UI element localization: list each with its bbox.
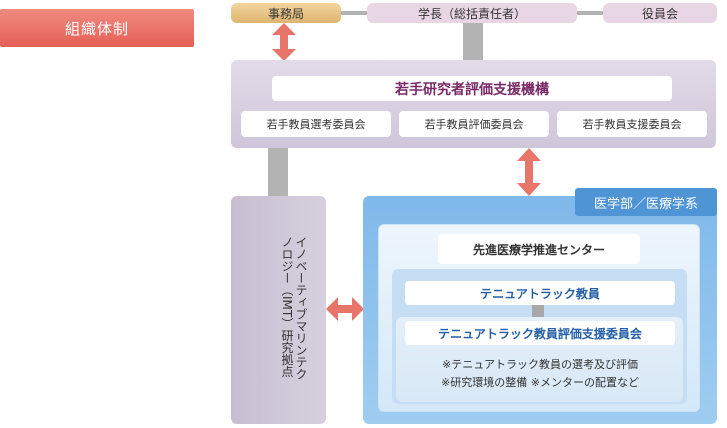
- note-environment-mentor: ※研究環境の整備 ※メンターの配置など: [441, 376, 639, 389]
- board-box: 役員会: [603, 3, 717, 23]
- imt-research-base-block: [231, 196, 326, 424]
- selection-committee: 若手教員選考委員会: [241, 111, 391, 137]
- secretariat-box: 事務局: [231, 3, 341, 23]
- president-box: 学長（総括責任者）: [367, 3, 577, 23]
- imt-research-base-name: イノベーティブマリンテクノロジー（IMT）研究拠点: [280, 236, 308, 380]
- advanced-medicine-center: 先進医療学推進センター: [438, 234, 640, 264]
- org-medical-arrow-icon: [517, 148, 541, 196]
- support-committee: 若手教員支援委員会: [557, 111, 707, 137]
- org-imt-connector: [268, 148, 288, 196]
- teachers-eval-connector: [532, 305, 544, 317]
- president-down-connector: [463, 23, 483, 61]
- evaluation-committee: 若手教員評価委員会: [399, 111, 549, 137]
- medical-faculty-label: 医学部／医療学系: [575, 188, 717, 216]
- org-title: 組織体制: [0, 9, 194, 47]
- secretariat-org-arrow-icon: [272, 23, 296, 61]
- imt-medical-arrow-icon: [326, 297, 364, 321]
- note-selection-evaluation: ※テニュアトラック教員の選考及び評価: [442, 358, 638, 371]
- tenure-track-teachers: テニュアトラック教員: [405, 281, 675, 305]
- organization-name: 若手研究者評価支援機構: [272, 76, 672, 101]
- tenure-track-eval-committee: テニュアトラック教員評価支援委員会: [405, 321, 675, 345]
